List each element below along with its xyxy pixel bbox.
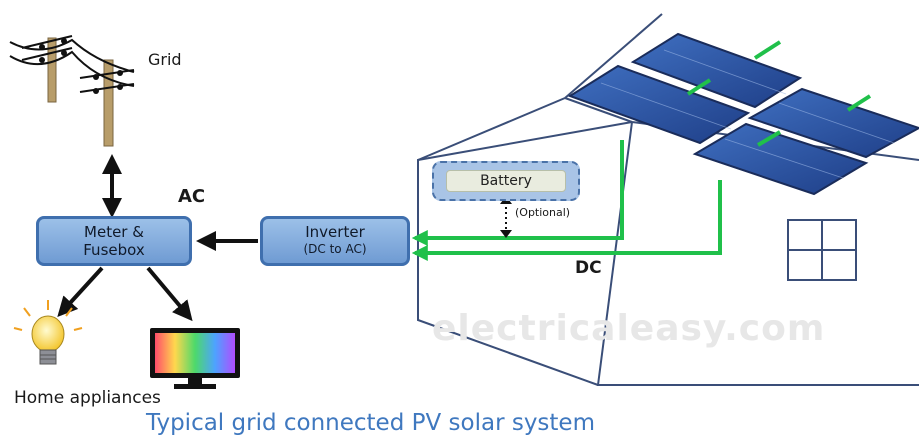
diagram-caption: Typical grid connected PV solar system — [146, 410, 595, 436]
battery-box: Battery — [432, 161, 580, 201]
battery-label: Battery — [446, 170, 566, 192]
solar-panel-icon — [567, 32, 919, 196]
inverter-label-line2: (DC to AC) — [303, 242, 367, 256]
home-appliances-label: Home appliances — [14, 388, 161, 408]
inverter-label-line1: Inverter — [305, 223, 365, 241]
dc-label: DC — [575, 258, 602, 278]
meter-label-line1: Meter & — [84, 223, 144, 241]
meter-label-line2: Fusebox — [83, 241, 145, 259]
meter-fusebox-box: Meter & Fusebox — [36, 216, 192, 266]
television-icon — [150, 328, 240, 389]
grid-label: Grid — [148, 50, 182, 69]
ac-label: AC — [178, 186, 206, 207]
watermark: electricaleasy.com — [432, 308, 826, 349]
inverter-box: Inverter (DC to AC) — [260, 216, 410, 266]
utility-pole-icon — [9, 35, 135, 147]
optional-label: (Optional) — [515, 206, 571, 219]
light-bulb-icon — [13, 300, 83, 365]
